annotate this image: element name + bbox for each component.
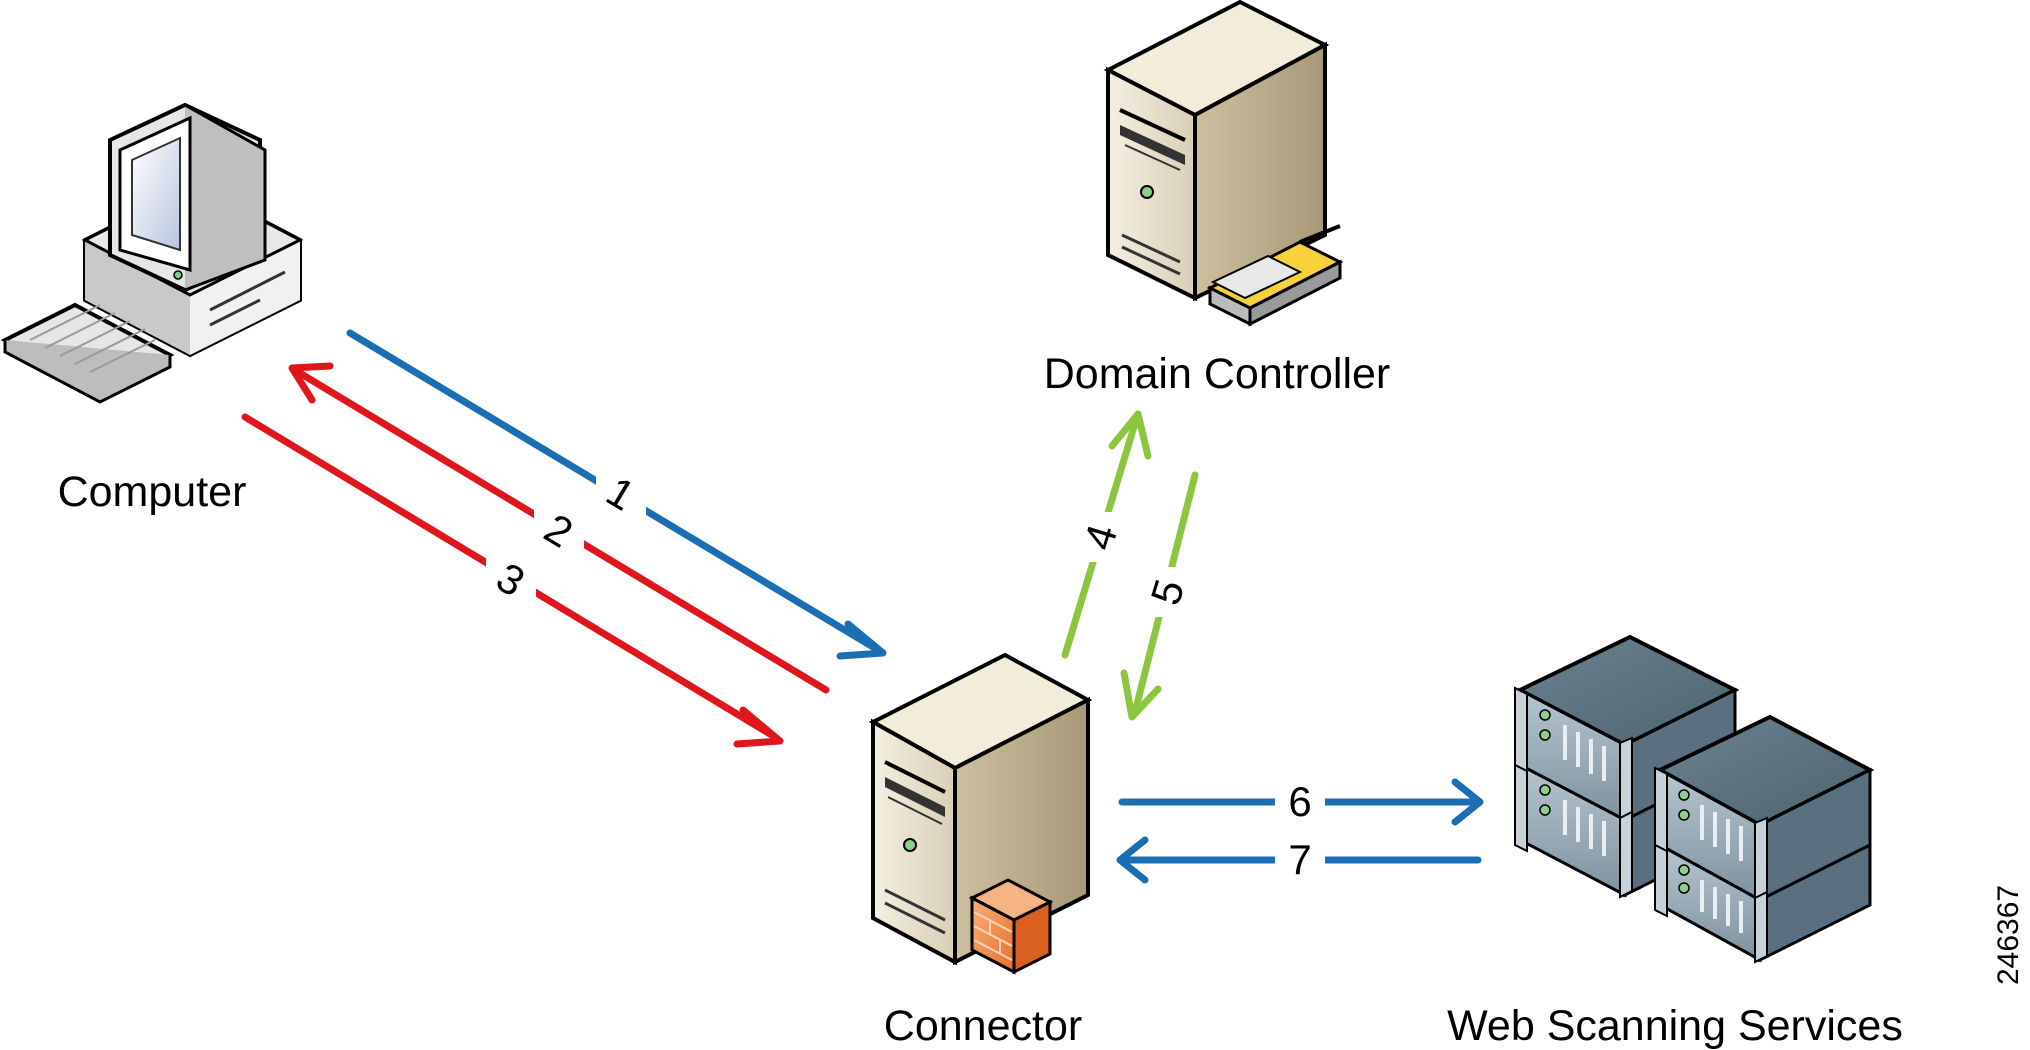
step-6-label: 6 <box>1288 778 1311 825</box>
arrow-step-1: 1 <box>346 329 887 660</box>
arrow-step-4: 4 <box>1061 410 1152 659</box>
computer-icon <box>0 102 304 404</box>
web-scanning-services-icon <box>1514 634 1875 964</box>
figure-id: 246367 <box>1992 885 2025 985</box>
arrow-step-3: 3 <box>241 413 784 748</box>
domain-controller-label: Domain Controller <box>1044 350 1391 398</box>
arrow-step-2: 2 <box>288 362 830 694</box>
domain-controller-icon <box>1103 0 1344 327</box>
arrow-step-6: 6 <box>1118 778 1484 826</box>
arrow-step-7: 7 <box>1116 836 1482 884</box>
connector-label: Connector <box>884 1002 1082 1050</box>
connector-icon <box>868 652 1093 975</box>
arrow-step-5: 5 <box>1120 471 1199 721</box>
computer-label: Computer <box>58 468 247 516</box>
step-7-label: 7 <box>1288 836 1311 883</box>
web-scanning-services-label: Web Scanning Services <box>1447 1002 1903 1050</box>
